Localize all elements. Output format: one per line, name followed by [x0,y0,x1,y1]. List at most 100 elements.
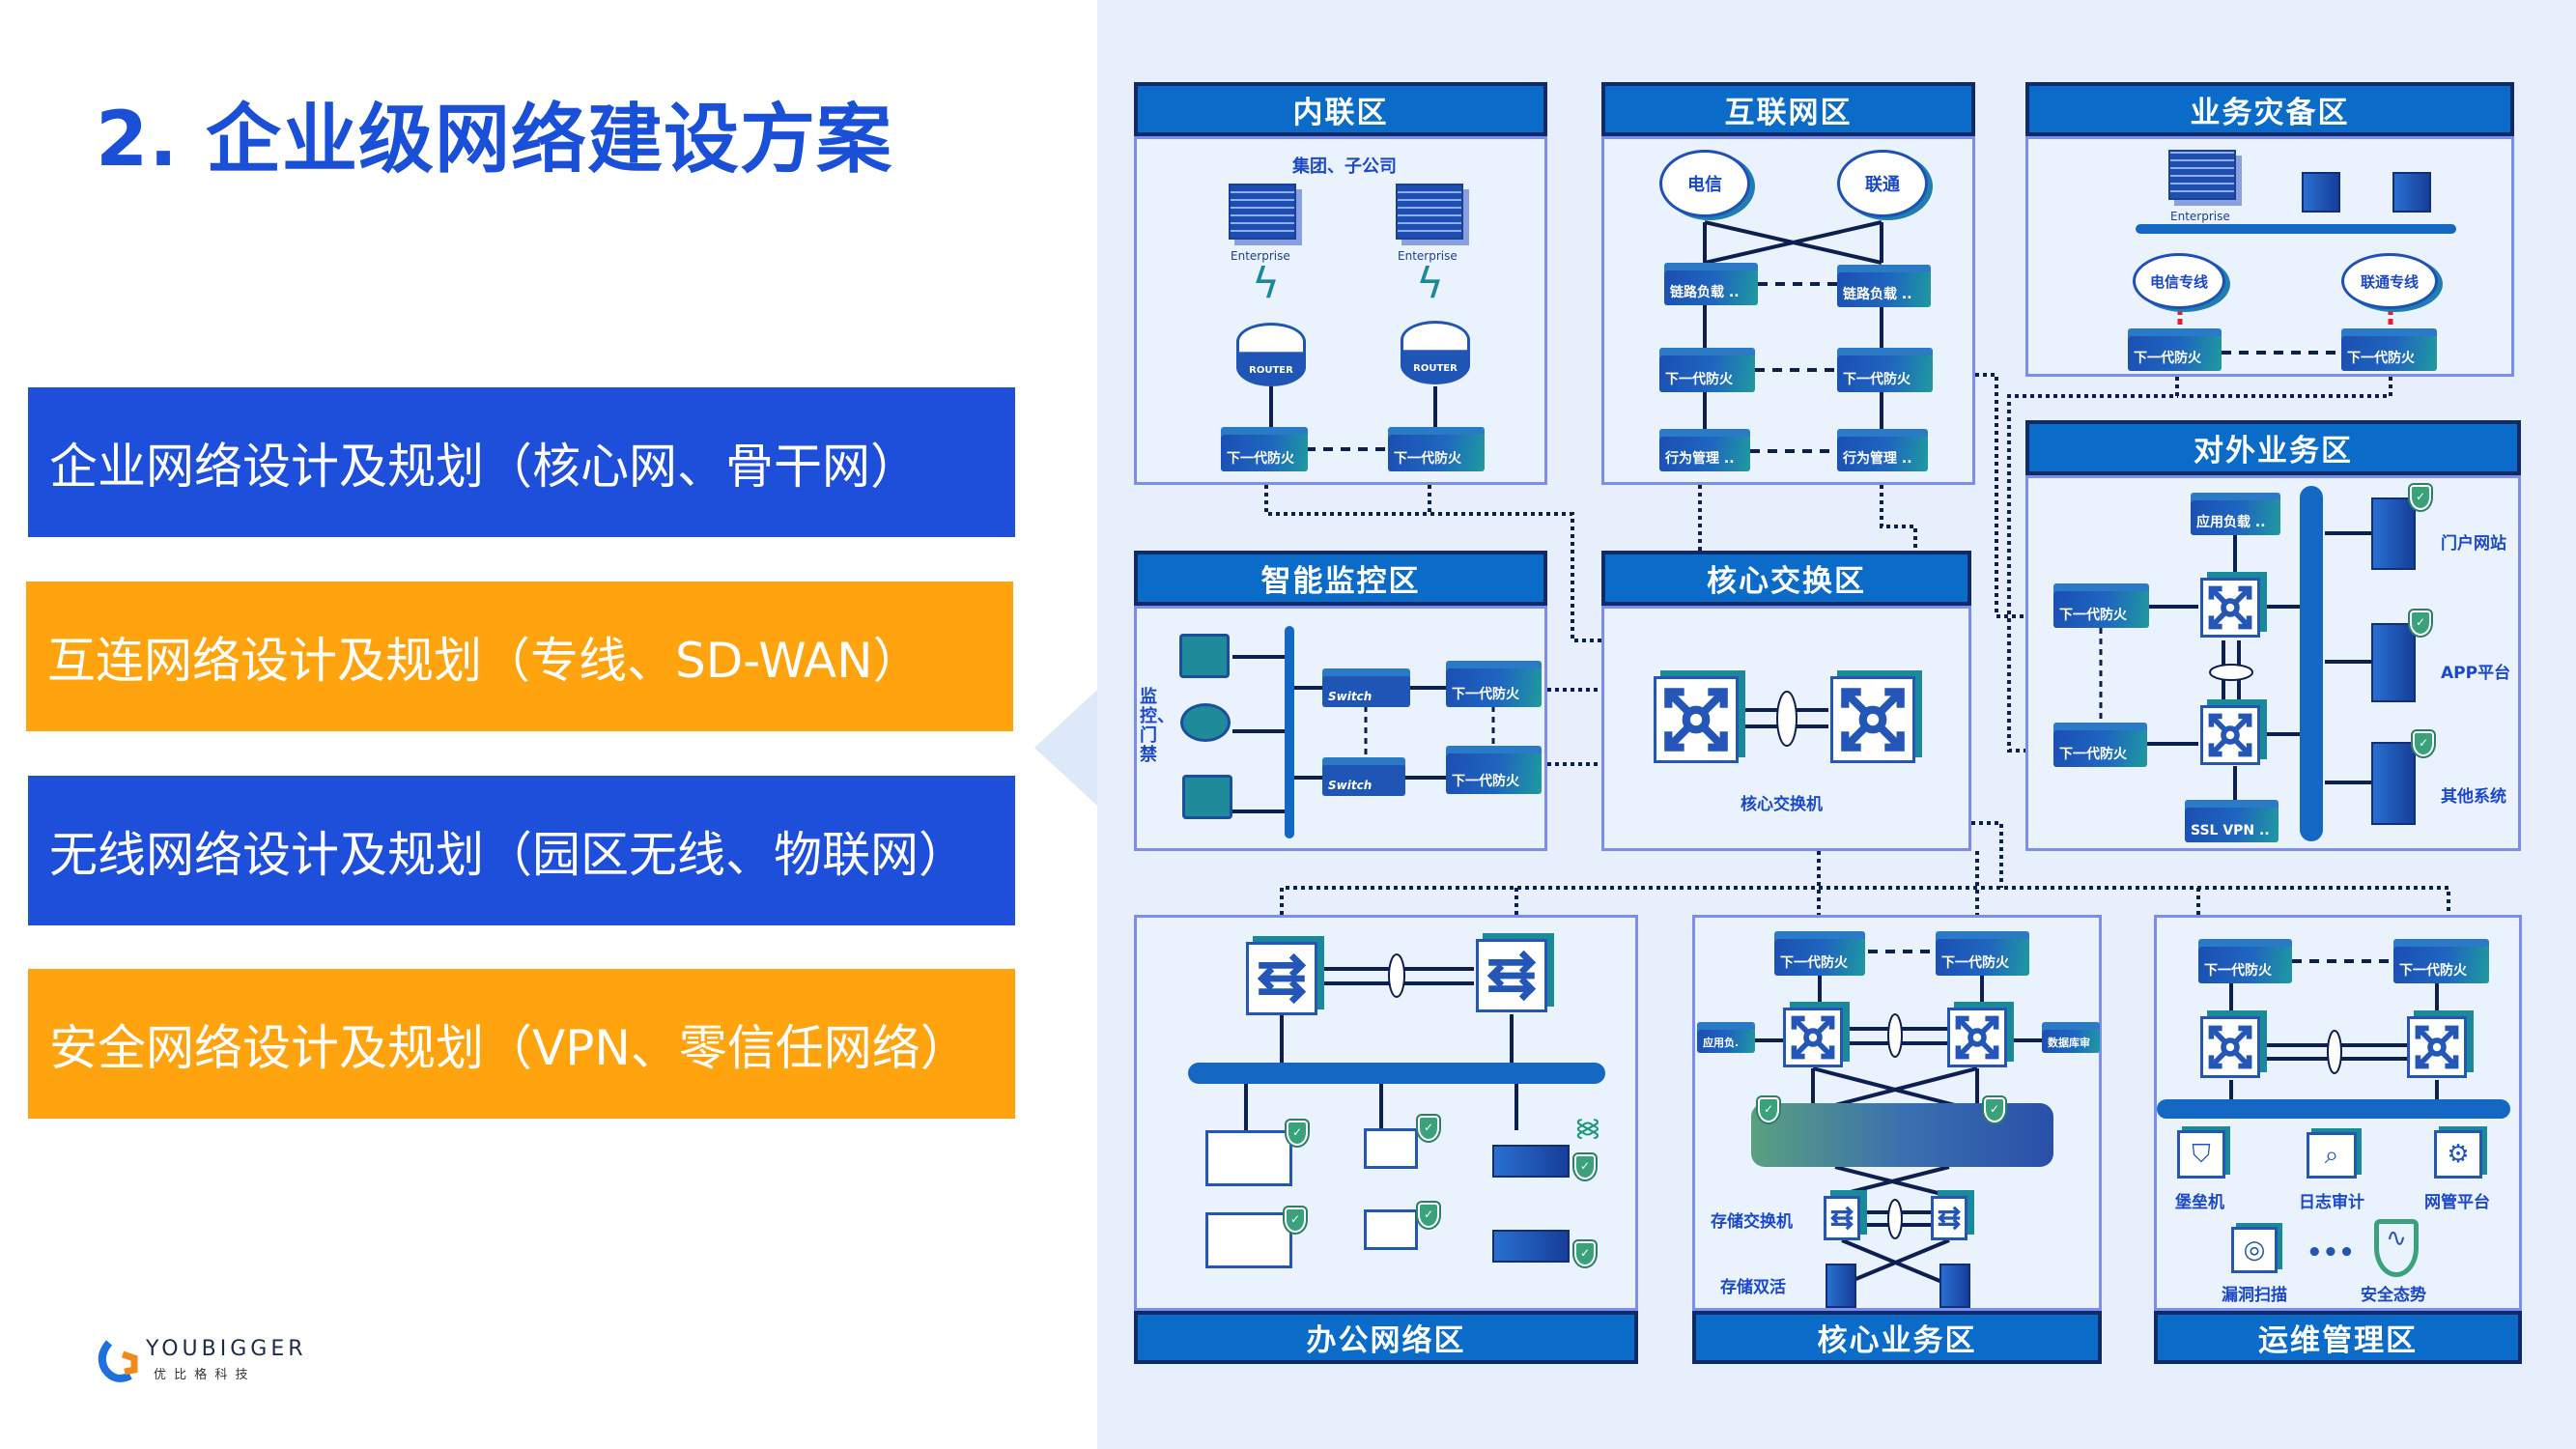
storage-switch-label: 存储交换机 [1711,1212,1793,1232]
firewall-device: 下一代防火 [1936,939,2029,976]
wireless-ap-icon [1492,1145,1570,1178]
behavior-management-device: 行为管理 .. [1659,437,1750,471]
storage-icon [1939,1264,1970,1308]
cloud-telecom-line: 电信专线 [2133,253,2225,309]
app-load-balancer: 应用负. [1697,1030,1755,1053]
lightning-icon: ϟ [1416,259,1445,308]
switch-icon [2200,578,2260,638]
logo-subtitle: 优 比 格 科 技 [154,1368,250,1382]
pointer-arrow [1034,690,1097,806]
shield-check-icon: ✓ [1984,1097,2005,1122]
log-audit-icon: ⌕ [2307,1132,2357,1179]
zone-ops-header: 运维管理区 [2154,1311,2522,1364]
network-bus [1188,1063,1605,1084]
storage-icon [1826,1264,1856,1308]
shield-check-icon: ✓ [2410,611,2431,636]
shield-check-icon: ✓ [2410,485,2431,510]
ssl-vpn-device: SSL VPN .. [2185,808,2279,842]
link-load-balancer: 链路负载 .. [1664,270,1758,305]
zone-intranet-header: 内联区 [1134,82,1547,136]
enterprise-building-icon: Enterprise [1396,184,1463,263]
firewall-device: 下一代防火 [1221,435,1308,471]
group-subsidiary-label: 集团、子公司 [1292,156,1397,177]
zone-monitoring-header: 智能监控区 [1134,551,1547,606]
enterprise-building-icon: Enterprise [1229,184,1296,263]
menu-item-interconnect-network[interactable]: 互连网络设计及规划（专线、SD-WAN） [26,582,1013,731]
network-bus [2157,1099,2510,1119]
other-systems-label: 其他系统 [2441,787,2506,807]
database-audit-device: 数据库审 [2042,1030,2100,1053]
switch-icon [2200,705,2260,765]
portal-label: 门户网站 [2441,534,2506,554]
menu-label: 互连网络设计及规划（专线、SD-WAN） [47,632,921,689]
firewall-device: 下一代防火 [2198,947,2292,983]
building-label: Enterprise [2170,210,2230,223]
building-label: Enterprise [1231,249,1290,263]
core-switch-icon [1830,676,1915,763]
nms-label: 网管平台 [2424,1193,2490,1212]
core-switch-icon [1654,676,1739,763]
switch-icon [1783,1008,1843,1067]
zone-core-business-header: 核心业务区 [1692,1311,2102,1364]
storage-switch-icon [1931,1196,1967,1240]
logo: YOUBIGGER 优 比 格 科 技 [96,1333,318,1391]
behavior-management-device: 行为管理 .. [1837,437,1928,471]
laptop-icon [1364,1128,1418,1169]
network-bus [1285,626,1294,838]
firewall-device: 下一代防火 [2393,947,2489,983]
firewall-device: 下一代防火 [1446,753,1542,794]
laptop-icon [1364,1209,1418,1250]
menu-label: 企业网络设计及规划（核心网、骨干网） [49,438,919,495]
server-cluster [1751,1103,2053,1167]
network-management-icon: ⚙ [2434,1130,2482,1179]
building-label: Enterprise [1398,249,1458,263]
switch-device: Switch [1322,676,1410,707]
bastion-host-icon: ⛉ [2177,1130,2225,1179]
storage-ha-label: 存储双活 [1720,1278,1786,1297]
vuln-scan-label: 漏洞扫描 [2222,1286,2287,1305]
wifi-icon: ᯼ [1574,1114,1601,1143]
firewall-device: 下一代防火 [2341,336,2437,371]
wireless-ap-icon [1492,1230,1570,1263]
app-server-icon [2371,623,2416,702]
bastion-label: 堡垒机 [2175,1193,2224,1212]
shield-check-icon: ✓ [1574,1241,1596,1266]
menu-item-security-network[interactable]: 安全网络设计及规划（VPN、零信任网络） [28,969,1015,1119]
monitor-icon [1182,775,1232,819]
firewall-device: 下一代防火 [2128,336,2222,371]
router-icon: ROUTER [1401,321,1470,384]
zone-office-header: 办公网络区 [1134,1311,1638,1364]
page-title: 2. 企业级网络建设方案 [96,97,893,184]
monitor-side-label: 监控、门禁 [1140,687,1175,765]
cloud-isp-telecom: 电信 [1659,150,1750,217]
server-icon [2392,172,2431,213]
switch-icon [2200,1016,2260,1078]
shield-check-icon: ✓ [2413,731,2434,756]
switch-icon [2407,1016,2467,1078]
shield-check-icon: ✓ [1418,1116,1439,1141]
access-switch-icon [1476,939,1547,1012]
firewall-device: 下一代防火 [1659,355,1755,392]
firewall-device: 下一代防火 [1774,939,1865,976]
menu-item-enterprise-network[interactable]: 企业网络设计及规划（核心网、骨干网） [28,387,1015,537]
cloud-unicom-line: 联通专线 [2341,253,2438,309]
logo-icon [98,1340,138,1382]
menu-item-wireless-network[interactable]: 无线网络设计及规划（园区无线、物联网） [28,776,1015,925]
shield-check-icon: ✓ [1285,1208,1306,1233]
switch-device: Switch [1322,765,1405,796]
menu-label: 安全网络设计及规划（VPN、零信任网络） [49,1019,969,1076]
network-bus [2136,224,2456,234]
vulnerability-scan-icon: ◎ [2231,1227,2278,1273]
other-server-icon [2371,742,2416,825]
log-audit-label: 日志审计 [2299,1193,2364,1212]
firewall-device: 下一代防火 [1837,355,1933,392]
logo-name: YOUBIGGER [146,1337,307,1361]
monitor-icon [1179,634,1230,678]
zone-dr-header: 业务灾备区 [2025,82,2514,136]
security-situation-icon: ∿ [2374,1219,2419,1277]
shield-check-icon: ✓ [1287,1121,1308,1146]
firewall-device: 下一代防火 [2053,591,2149,628]
link-load-balancer: 链路负载 .. [1837,272,1931,307]
zone-external-business [2025,475,2521,851]
